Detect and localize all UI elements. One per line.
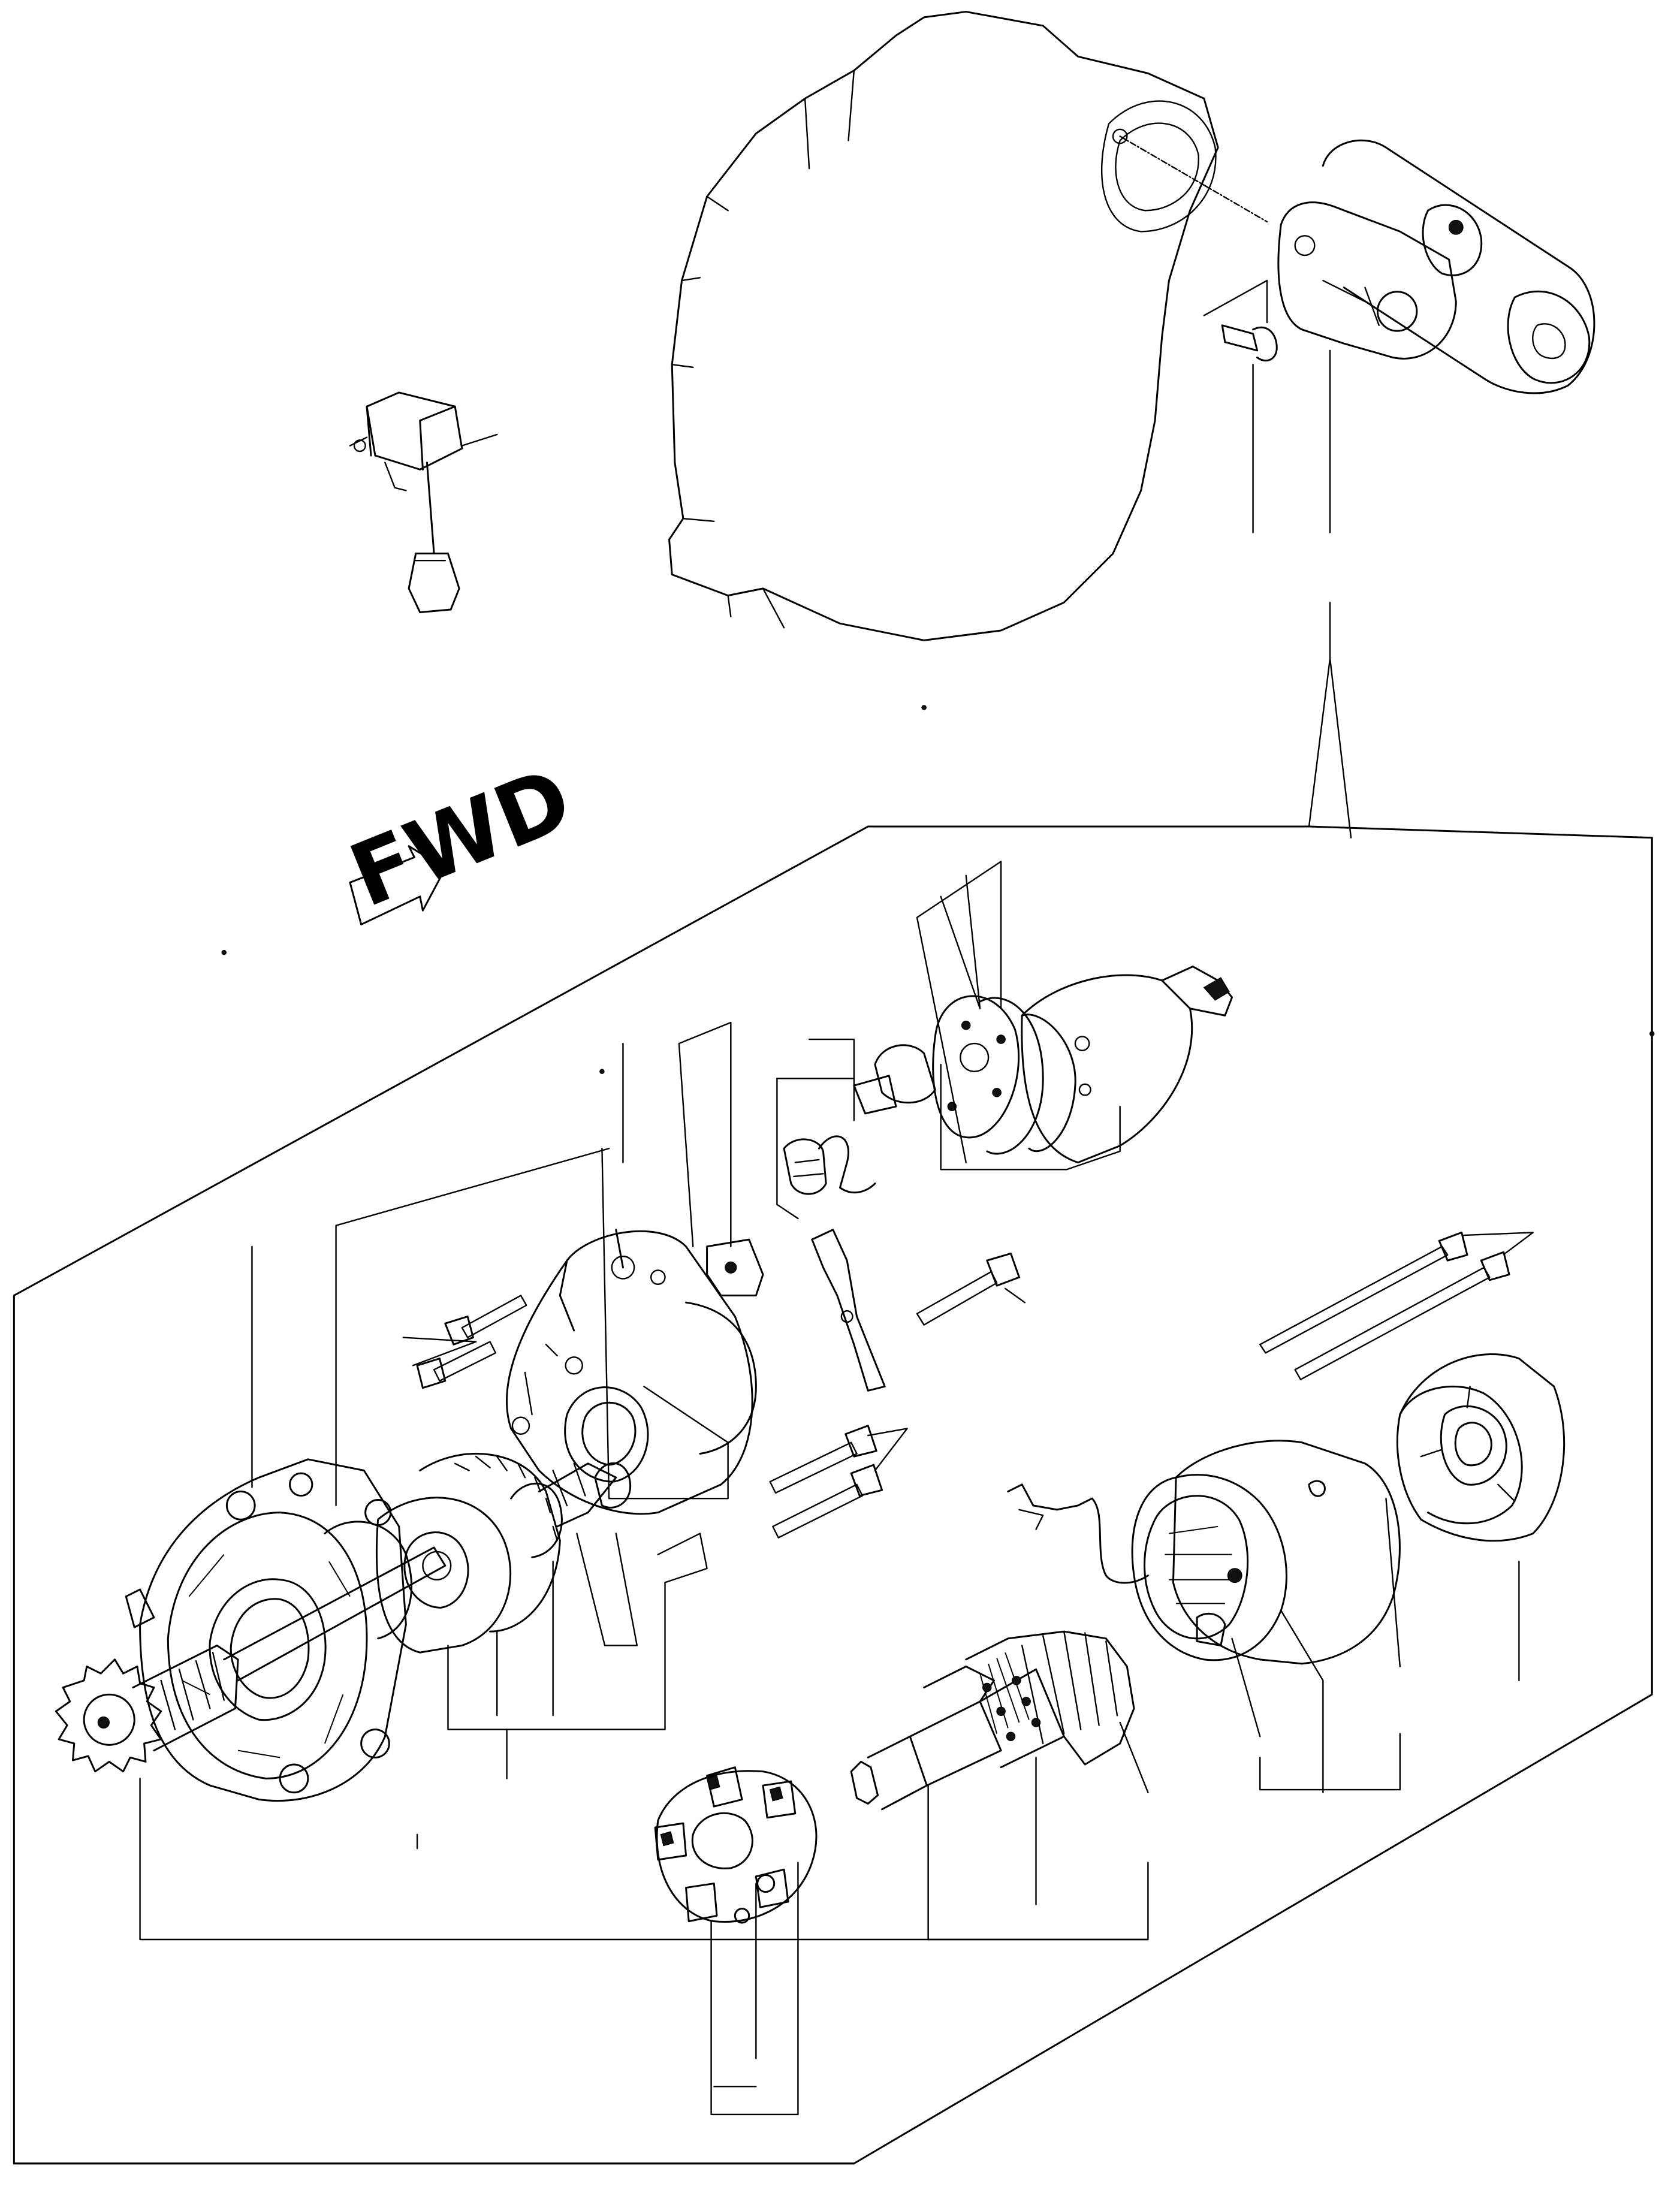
overrunning-clutch xyxy=(325,1453,631,1652)
shift-lever xyxy=(812,1230,885,1391)
bracket-block xyxy=(707,1239,763,1295)
through-bolt-short xyxy=(917,1253,1025,1325)
armature xyxy=(851,1631,1134,1809)
gear-housing-front xyxy=(126,1459,406,1801)
fwd-arrow-icon: FWD xyxy=(337,749,585,927)
mounting-bolt-upper xyxy=(445,1296,526,1345)
yoke-field-frame xyxy=(1008,1441,1400,1664)
drive-end-housing xyxy=(506,1230,756,1514)
relay-sensor-assembly xyxy=(350,393,497,613)
pinion-gear xyxy=(56,1548,445,1772)
fwd-label: FWD xyxy=(337,749,585,927)
rear-end-cover xyxy=(1397,1355,1564,1541)
exploded-view-frame xyxy=(14,826,1652,2164)
stud-bolt-pair xyxy=(770,1426,907,1538)
brush-holder xyxy=(655,1767,816,1923)
through-bolt-pair xyxy=(1260,1232,1533,1379)
mounting-bolt-lower xyxy=(417,1342,496,1388)
clutch-bell-housing xyxy=(669,12,1267,641)
return-spring xyxy=(784,1136,875,1194)
starter-motor-assembled xyxy=(1204,140,1594,532)
solenoid-switch xyxy=(854,967,1232,1163)
